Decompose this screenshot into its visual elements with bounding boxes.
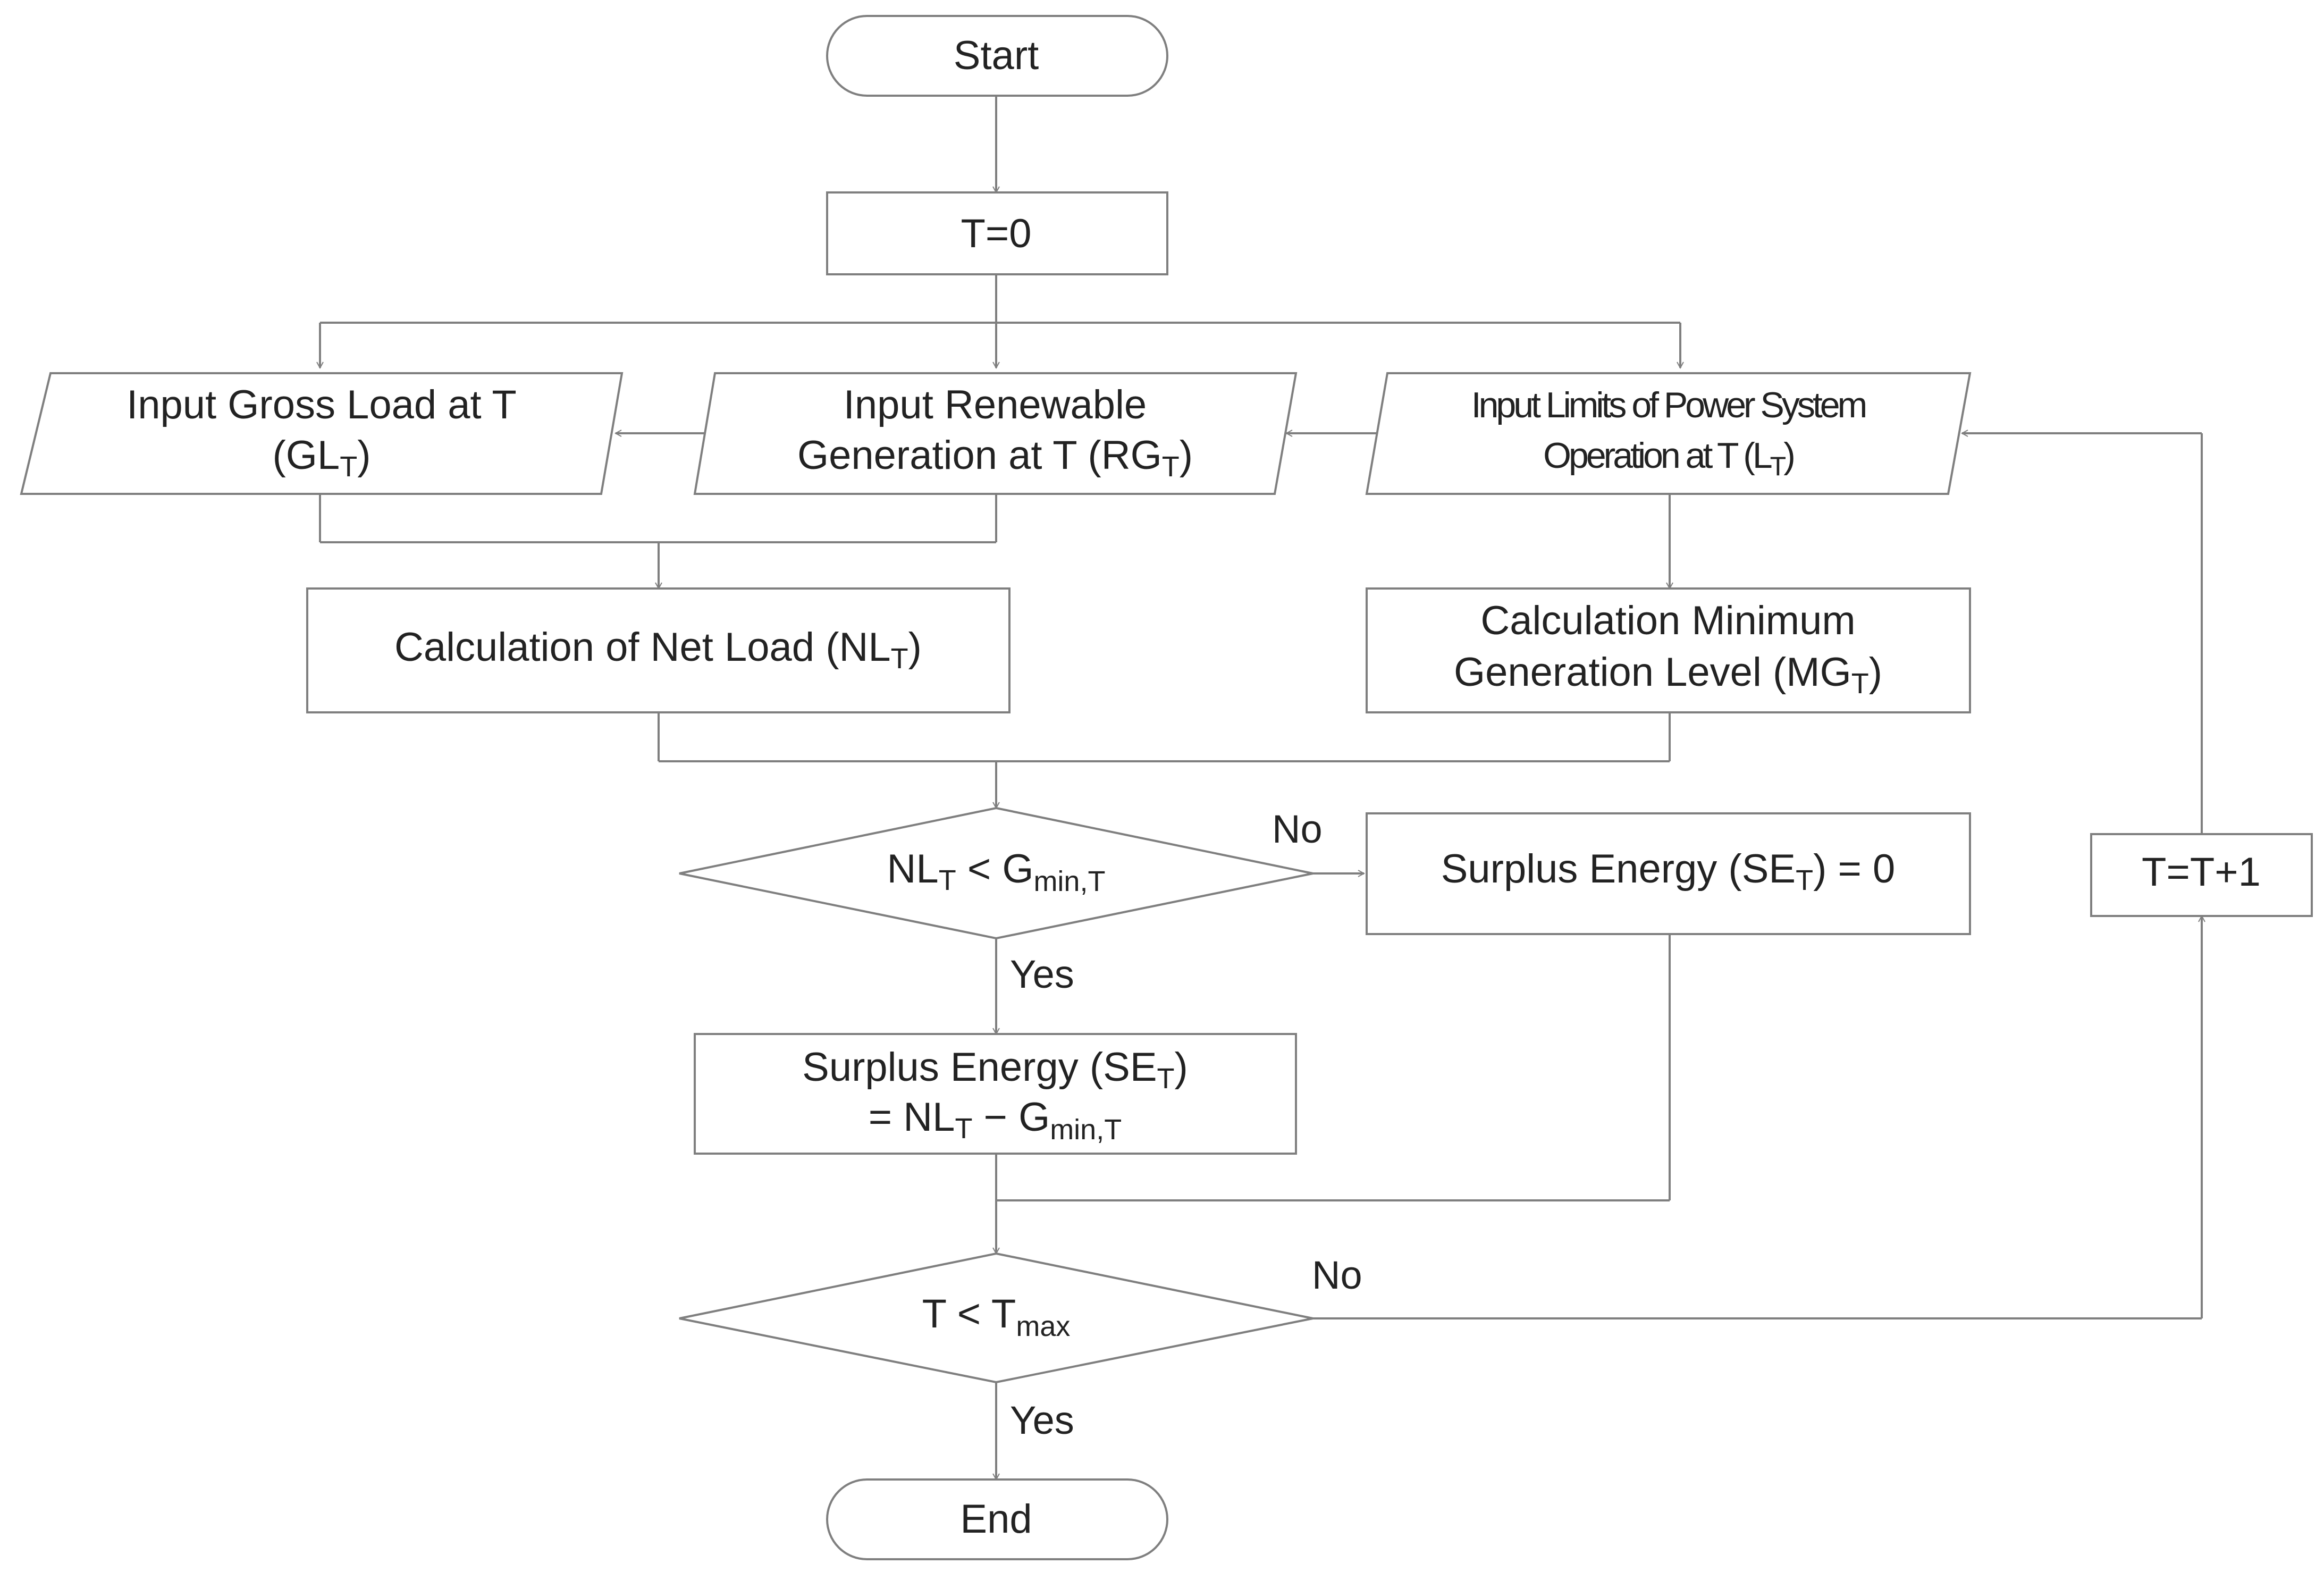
input-limits-line1: Input Limits of Power System [1471, 385, 1866, 425]
end-terminal: End [826, 1478, 1168, 1560]
edge-labels: No Yes No Yes [1010, 807, 1362, 1442]
input-gross-load-line2: (GLT) [272, 433, 371, 483]
edge-label-nl-no: No [1272, 807, 1323, 851]
t-increment-label: T=T+1 [2142, 850, 2261, 895]
input-gross-load-line1: Input Gross Load at T [127, 382, 517, 427]
t-increment-process: T=T+1 [2090, 833, 2313, 917]
surplus-calc-line2: = NLT − Gmin,T [869, 1095, 1122, 1146]
decision-nl-label: NLT < Gmin,T [887, 846, 1106, 897]
start-terminal: Start [826, 15, 1168, 97]
decision-t-label: T < Tmax [922, 1291, 1071, 1342]
edge-label-t-no: No [1312, 1253, 1362, 1297]
nodes: Start T=0 Input Gross Load at T (GLT) In… [20, 15, 2313, 1560]
t-init-process: T=0 [826, 191, 1168, 275]
decision-t: T < Tmax [679, 1252, 1313, 1384]
calc-net-load-label: Calculation of Net Load (NLT) [394, 625, 922, 675]
surplus-zero: Surplus Energy (SET) = 0 [1366, 812, 1971, 935]
surplus-zero-label: Surplus Energy (SET) = 0 [1441, 846, 1896, 896]
edge-label-nl-yes: Yes [1010, 952, 1074, 996]
calc-min-gen: Calculation Minimum Generation Level (MG… [1366, 587, 1971, 713]
end-label: End [960, 1497, 1032, 1542]
connectors [320, 96, 2202, 1479]
input-gross-load: Input Gross Load at T (GLT) [20, 372, 624, 495]
t-init-label: T=0 [961, 211, 1031, 256]
input-limits: Input Limits of Power System Operation a… [1365, 372, 1972, 495]
decision-nl: NLT < Gmin,T [679, 806, 1313, 940]
surplus-calc-line1: Surplus Energy (SET) [802, 1045, 1188, 1095]
input-renewable-line2: Generation at T (RGT) [797, 433, 1193, 483]
input-renewable-line1: Input Renewable [844, 382, 1147, 427]
calc-min-gen-line1: Calculation Minimum [1480, 598, 1855, 643]
surplus-calc: Surplus Energy (SET) = NLT − Gmin,T [694, 1033, 1297, 1155]
calc-min-gen-line2: Generation Level (MGT) [1454, 650, 1882, 700]
edge-label-t-yes: Yes [1010, 1398, 1074, 1442]
calc-net-load: Calculation of Net Load (NLT) [306, 587, 1011, 713]
start-label: Start [954, 33, 1039, 78]
input-renewable: Input Renewable Generation at T (RGT) [693, 372, 1298, 495]
input-limits-line2: Operation at T (LT) [1543, 435, 1793, 481]
